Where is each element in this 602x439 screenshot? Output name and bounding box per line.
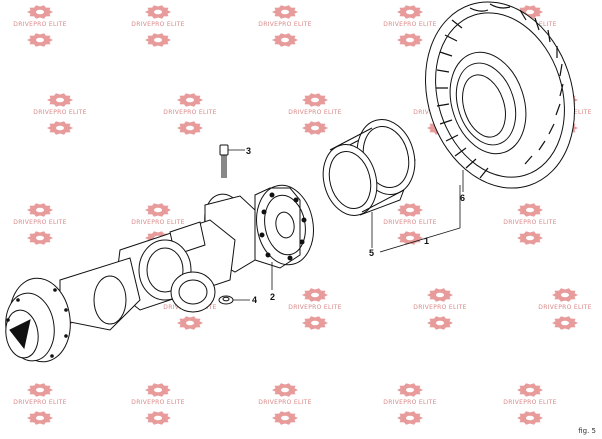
watermark-gear-icon	[517, 411, 543, 425]
watermark-gear-icon	[302, 93, 328, 107]
callout-5: 5	[369, 248, 374, 258]
watermark-gear-icon	[552, 288, 578, 302]
watermark-gear-icon	[27, 5, 53, 19]
watermark-gear-icon	[397, 411, 423, 425]
mounting-nut	[218, 295, 234, 305]
watermark-gear-icon	[47, 93, 73, 107]
callout-6: 6	[460, 193, 465, 203]
watermark-text: DRIVEPRO ELITE	[288, 109, 341, 116]
watermark-gear-icon	[27, 231, 53, 245]
mounting-bolt	[219, 144, 229, 178]
watermark-gear-icon	[552, 316, 578, 330]
watermark-gear-icon	[272, 411, 298, 425]
wheel-rim	[322, 119, 416, 216]
watermark-text: DRIVEPRO ELITE	[503, 219, 556, 226]
watermark-gear-icon	[272, 5, 298, 19]
watermark-gear-icon	[397, 203, 423, 217]
watermark-gear-icon	[517, 231, 543, 245]
watermark-text: DRIVEPRO ELITE	[13, 399, 66, 406]
watermark-gear-icon	[177, 316, 203, 330]
watermark-text: DRIVEPRO ELITE	[413, 304, 466, 311]
watermark-text: DRIVEPRO ELITE	[538, 304, 591, 311]
watermark-gear-icon	[145, 33, 171, 47]
watermark-gear-icon	[302, 288, 328, 302]
watermark-gear-icon	[397, 383, 423, 397]
watermark-text: DRIVEPRO ELITE	[258, 399, 311, 406]
watermark-gear-icon	[145, 5, 171, 19]
callout-4: 4	[252, 295, 257, 305]
watermark-layer: DRIVEPRO ELITE DRIVEPRO ELITE DRIVEPRO ELI…	[13, 5, 591, 425]
watermark-gear-icon	[27, 411, 53, 425]
watermark-gear-icon	[302, 316, 328, 330]
watermark-gear-icon	[517, 203, 543, 217]
watermark-text: DRIVEPRO ELITE	[131, 399, 184, 406]
axle-housing	[5, 193, 256, 363]
watermark-gear-icon	[27, 203, 53, 217]
watermark-text: DRIVEPRO ELITE	[33, 109, 86, 116]
watermark-gear-icon	[272, 33, 298, 47]
watermark-text: DRIVEPRO ELITE	[258, 21, 311, 28]
watermark-text: DRIVEPRO ELITE	[13, 21, 66, 28]
watermark-gear-icon	[27, 33, 53, 47]
watermark-text: DRIVEPRO ELITE	[383, 399, 436, 406]
watermark-gear-icon	[145, 411, 171, 425]
watermark-gear-icon	[397, 33, 423, 47]
leader-lines	[228, 149, 464, 301]
callout-2: 2	[270, 292, 275, 302]
watermark-text: DRIVEPRO ELITE	[131, 21, 184, 28]
watermark-gear-icon	[47, 121, 73, 135]
watermark-text: DRIVEPRO ELITE	[131, 219, 184, 226]
tire	[424, 1, 576, 189]
watermark-gear-icon	[517, 383, 543, 397]
watermark-gear-icon	[427, 288, 453, 302]
callout-3: 3	[246, 146, 251, 156]
watermark-gear-icon	[397, 5, 423, 19]
watermark-text: DRIVEPRO ELITE	[383, 21, 436, 28]
watermark-gear-icon	[145, 383, 171, 397]
watermark-text: DRIVEPRO ELITE	[163, 109, 216, 116]
callout-1: 1	[424, 236, 429, 246]
watermark-gear-icon	[272, 383, 298, 397]
figure-corner-label: fig. 5	[578, 427, 596, 435]
watermark-gear-icon	[27, 383, 53, 397]
watermark-text: DRIVEPRO ELITE	[503, 399, 556, 406]
watermark-text: DRIVEPRO ELITE	[13, 219, 66, 226]
wheel-hub	[254, 184, 314, 269]
watermark-text: DRIVEPRO ELITE	[288, 304, 341, 311]
watermark-gear-icon	[427, 316, 453, 330]
watermark-gear-icon	[145, 203, 171, 217]
watermark-gear-icon	[302, 121, 328, 135]
watermark-gear-icon	[177, 93, 203, 107]
watermark-text: DRIVEPRO ELITE	[383, 219, 436, 226]
watermark-gear-icon	[177, 121, 203, 135]
